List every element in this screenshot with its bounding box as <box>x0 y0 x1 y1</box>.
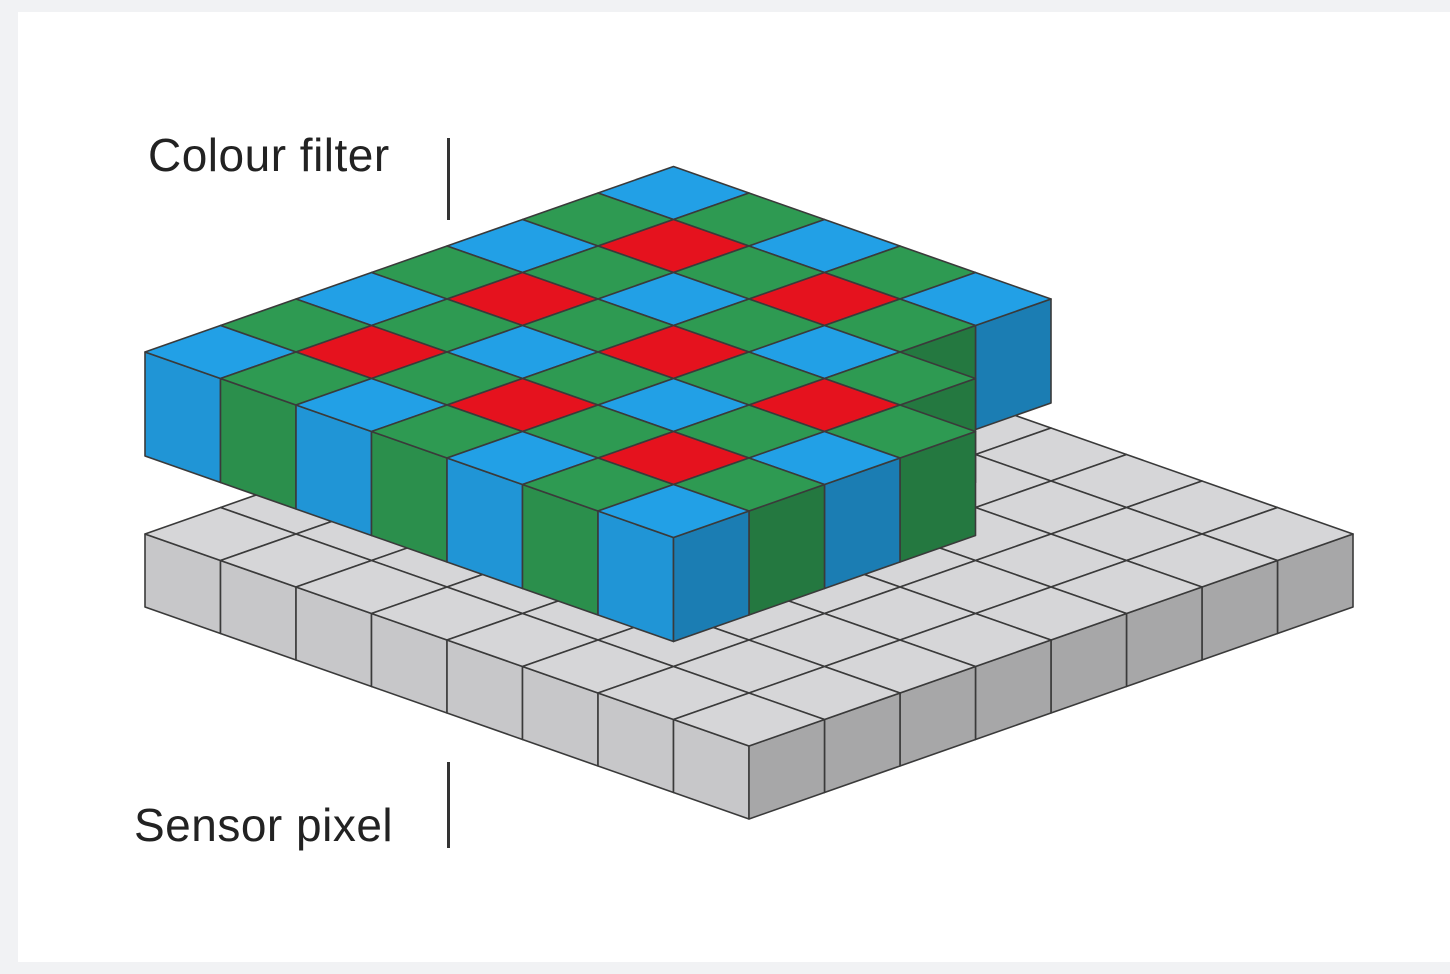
colour-filter-label: Colour filter <box>148 128 390 182</box>
sensor-pixel-label: Sensor pixel <box>134 798 393 852</box>
sensor-pixel-pointer-line <box>447 762 450 848</box>
colour-filter-pointer-line <box>447 138 450 220</box>
